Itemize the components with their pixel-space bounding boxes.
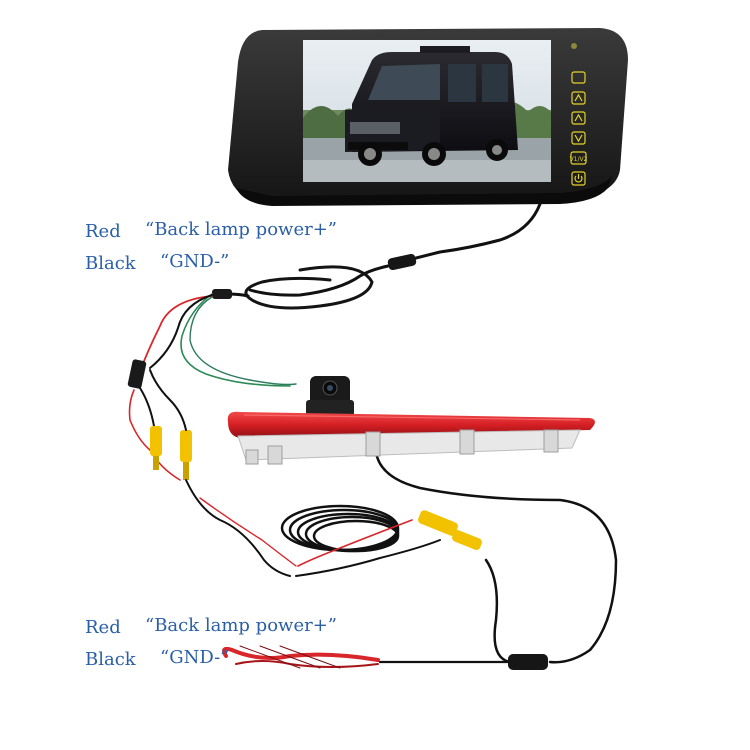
bottom-labels: Red “Back lamp power+” Black “GND-”	[85, 615, 337, 670]
wiring-harness	[127, 202, 618, 670]
top-labels: Red “Back lamp power+” Black “GND-”	[85, 219, 337, 274]
top-red-label: Red	[85, 221, 121, 242]
monitor-buttons	[570, 43, 587, 186]
menu-icon[interactable]	[571, 71, 586, 84]
top-black-label: Black	[85, 253, 137, 274]
monitor-screen	[303, 40, 551, 182]
bottom-red-label: Red	[85, 617, 121, 638]
green-wire	[180, 293, 291, 387]
red-wire-top	[137, 295, 213, 377]
camera-cable	[374, 450, 618, 664]
red-wire-bottom	[222, 646, 380, 662]
monitor-cable	[398, 202, 542, 264]
rca-connector-1	[150, 426, 162, 470]
down-arrow-icon[interactable]	[571, 131, 586, 145]
van-image	[345, 46, 518, 166]
power-button[interactable]	[571, 171, 586, 186]
brake-light-camera	[227, 376, 595, 465]
status-led-icon	[571, 43, 577, 49]
v1-v2-label: V1/V2	[570, 156, 588, 163]
up-arrow-icon[interactable]	[571, 91, 586, 105]
bottom-black-function: “GND-”	[160, 647, 229, 668]
v1-v2-button[interactable]	[570, 151, 587, 165]
bottom-black-label: Black	[85, 649, 137, 670]
power-icon	[574, 174, 583, 183]
up-arrow-icon[interactable]	[571, 111, 586, 125]
rearview-monitor: V1/V2	[228, 28, 628, 206]
monitor-bottom-edge	[236, 176, 612, 206]
video-cable-coil	[280, 504, 400, 553]
top-red-function: “Back lamp power+”	[145, 219, 337, 240]
top-black-function: “GND-”	[160, 251, 229, 272]
bottom-connector	[508, 654, 548, 670]
bottom-red-function: “Back lamp power+”	[145, 615, 337, 636]
rca-connector-2	[180, 430, 192, 480]
black-wire-top	[149, 294, 213, 369]
